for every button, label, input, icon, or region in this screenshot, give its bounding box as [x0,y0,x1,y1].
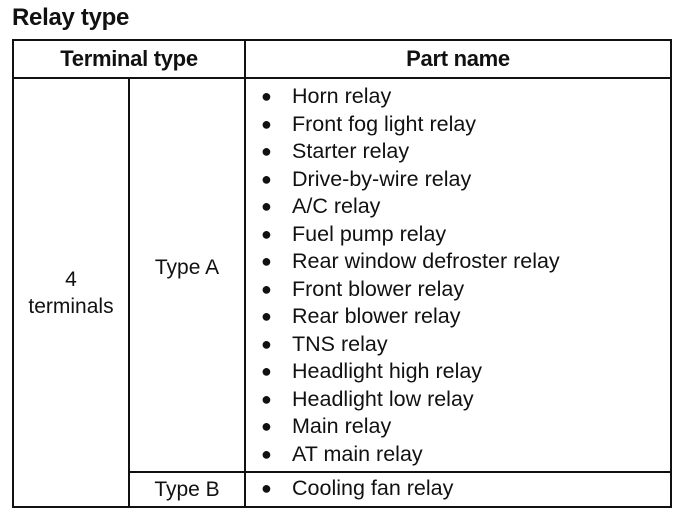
bullet-icon: ● [261,278,272,299]
part-name: Drive-by-wire relay [292,166,472,191]
type-b-parts-cell: ● Cooling fan relay [244,471,673,508]
list-item: ● Headlight high relay [246,358,670,386]
type-a-part-list: ● Horn relay ● Front fog light relay ● Starte… [246,79,670,471]
list-item: ● Drive-by-wire relay [246,166,670,194]
part-name: Headlight low relay [292,386,474,411]
list-item: ● Horn relay [246,83,670,111]
type-b-label: Type B [127,471,247,508]
bullet-icon: ● [261,416,272,436]
list-item: ● Front blower relay [246,276,670,304]
part-name: Front blower relay [292,276,465,301]
type-a-label: Type A [127,77,247,473]
part-name: Horn relay [292,84,392,108]
bullet-icon: ● [261,168,272,189]
header-terminal-type: Terminal type [11,39,247,79]
list-item: ● A/C relay [246,193,670,221]
part-name: TNS relay [292,331,388,356]
bullet-icon: ● [261,388,272,409]
table-header-row: Terminal type Part name [11,39,673,79]
bullet-icon: ● [261,86,272,106]
terminal-count-number: 4 [65,267,77,291]
part-name: Main relay [292,414,392,438]
part-name: AT main relay [292,441,423,466]
part-name: Rear window defroster relay [292,249,560,273]
header-part-name: Part name [244,39,673,79]
bullet-icon: ● [261,443,272,464]
bullet-icon: ● [261,333,272,354]
part-name: A/C relay [292,194,381,218]
bullet-icon: ● [261,113,272,134]
list-item: ● Fuel pump relay [246,221,670,249]
list-item: ● Rear window defroster relay [246,248,670,276]
bullet-icon: ● [261,196,272,216]
table-row-type-b: Type B ● Cooling fan relay [13,471,673,508]
list-item: ● Rear blower relay [246,303,670,331]
list-item: ● Headlight low relay [246,386,670,414]
bullet-icon: ● [261,141,272,161]
part-name: Fuel pump relay [292,221,447,246]
bullet-icon: ● [261,306,272,326]
terminal-count-unit: terminals [28,294,114,318]
table-row-type-a: 4 terminals Type A ● Horn relay ● Front fog… [12,77,673,508]
page-title: Relay type [12,4,130,31]
list-item: ● Starter relay [246,138,670,166]
bullet-icon: ● [261,361,272,381]
type-b-part-list: ● Cooling fan relay [246,473,670,505]
terminal-count-cell: 4 terminals [12,77,130,508]
bullet-icon: ● [261,251,272,271]
list-item: ● Front fog light relay [246,111,670,139]
list-item: ● TNS relay [246,331,670,359]
relay-type-table: Terminal type Part name 4 terminals Type… [11,39,673,508]
bullet-icon: ● [261,478,272,498]
part-name: Starter relay [292,139,410,163]
part-name: Front fog light relay [292,111,477,136]
bullet-icon: ● [261,223,272,244]
list-item: ● Main relay [246,413,670,441]
list-item: ● AT main relay [246,441,670,469]
part-name: Headlight high relay [292,359,483,383]
part-name: Cooling fan relay [292,476,454,500]
type-a-parts-cell: ● Horn relay ● Front fog light relay ● Starte… [244,77,673,473]
part-name: Rear blower relay [292,304,461,328]
list-item: ● Cooling fan relay [246,475,670,503]
